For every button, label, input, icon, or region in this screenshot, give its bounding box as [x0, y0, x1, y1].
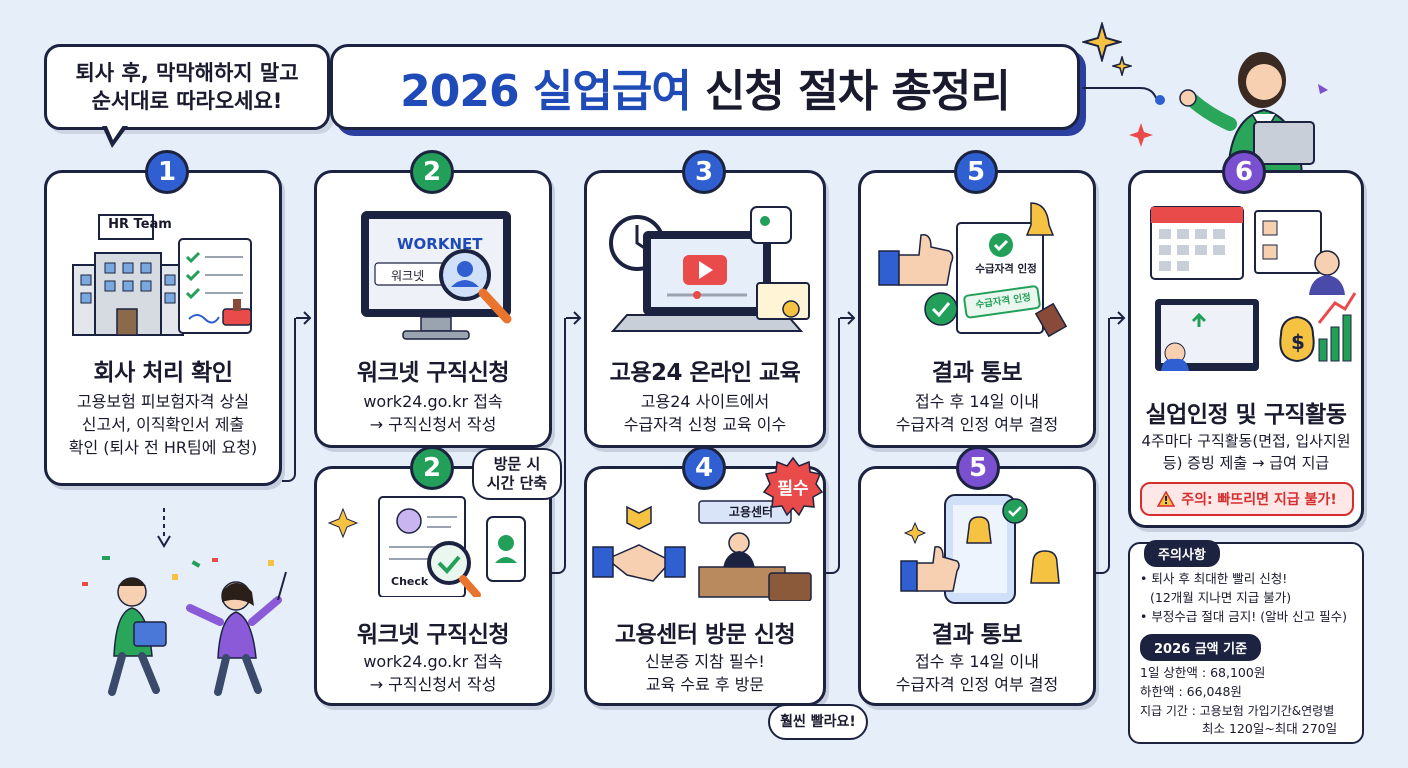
amount-period-range: 최소 120일~최대 270일 [1202, 721, 1338, 736]
title-rest: 신청 절차 총정리 [704, 66, 1011, 117]
warning-bar: 주의: 빠뜨리면 지급 불가! [1140, 482, 1354, 516]
step-4-title: 고용센터 방문 신청 [614, 622, 796, 648]
step-6-title: 실업인정 및 구직활동 [1145, 402, 1347, 428]
employment-center-sign: 고용센터 [728, 505, 774, 519]
amount-min: 하한액 : 66,048원 [1140, 684, 1242, 699]
svg-text:$: $ [1291, 330, 1305, 354]
step-5-result-badge: 5 [954, 150, 998, 194]
connector-2-arrowhead [566, 311, 582, 325]
step-5-result-card: 수급자격 인정 수급자격 인정 결과 통보 접수 후 14일 이내 수급자격 인… [858, 170, 1096, 448]
step-5-notify-badge: 5 [956, 446, 1000, 490]
step-1-card: HR Team 회사 처리 확인 고용보험 피보험자격 상실 신고서, 이직확인… [44, 170, 282, 486]
handshake-center-illustration [592, 500, 812, 601]
step-5-notify-card: 결과 통보 접수 후 14일 이내 수급자격 인정 여부 결정 [858, 466, 1096, 706]
step-1-desc-3: 확인 (퇴사 전 HR팀에 요청) [68, 438, 258, 457]
phone-notification-illustration [900, 494, 1060, 604]
visit-bubble-line-1: 방문 시 [493, 454, 541, 473]
hr-building-illustration [72, 214, 252, 336]
step-4-badge: 4 [682, 446, 726, 490]
worknet-logo: WORKNET [397, 235, 483, 253]
step-4-desc-2: 교육 수료 후 방문 [645, 675, 765, 694]
connector-2 [552, 318, 566, 574]
step-2-visit-card: Check 워크넷 구직신청 work24.go.kr 접속 → 구직신청서 작… [314, 466, 552, 706]
notes-item-1: • 퇴사 후 최대한 빨리 신청! [1140, 571, 1288, 586]
celebrating-people-illustration [82, 556, 287, 696]
sparkle-red-icon [1129, 123, 1153, 147]
connector-3 [826, 318, 840, 574]
faster-bubble: 훨씬 빨라요! [768, 704, 868, 740]
laptop-education-illustration [609, 206, 810, 332]
step-2-online-title: 워크넷 구직신청 [356, 360, 510, 386]
step-1-title: 회사 처리 확인 [93, 360, 233, 386]
step-2-visit-desc-1: work24.go.kr 접속 [363, 652, 503, 671]
step-6-desc-1: 4주마다 구직활동(면접, 입사지원 [1141, 432, 1351, 450]
connector-line [1082, 87, 1165, 105]
connector-4-arrowhead [1110, 311, 1126, 325]
hr-team-sign: HR Team [108, 217, 172, 232]
warning-text: 주의: 빠뜨리면 지급 불가! [1181, 492, 1337, 508]
connector-3-arrowhead [840, 311, 856, 325]
check-label: Check [391, 575, 429, 588]
connector-1 [282, 318, 296, 482]
amount-daily-max: 1일 상한액 : 68,100원 [1140, 665, 1266, 680]
step-6-desc-2: 등) 증빙 제출 → 급여 지급 [1162, 454, 1330, 472]
connector-4 [1096, 318, 1110, 574]
monitor-worknet-illustration [361, 211, 512, 340]
step-2-visit-title: 워크넷 구직신청 [356, 622, 510, 648]
step-5-notify-desc-1: 접수 후 14일 이내 [915, 652, 1039, 671]
certificate-label: 수급자격 인정 [975, 263, 1037, 275]
step-6-card: $ 실업인정 및 구직활동 4주마다 구직활동(면접, 입사지원 등) 증빙 제… [1128, 170, 1364, 528]
notes-box: 주의사항 • 퇴사 후 최대한 빨리 신청! (12개월 지나면 지급 불가) … [1128, 540, 1364, 744]
visit-bubble-line-2: 시간 단축 [486, 474, 548, 492]
step-3-desc-1: 고용24 사이트에서 [640, 392, 770, 411]
step-6-badge: 6 [1222, 150, 1266, 194]
step-2-online-desc-1: work24.go.kr 접속 [363, 392, 503, 411]
step-5-notify-title: 결과 통보 [931, 622, 1023, 648]
amount-period: 지급 기간 : 고용보험 가입기간&연령별 [1140, 704, 1335, 718]
step-2-online-badge: 2 [410, 150, 454, 194]
step-2-visit-badge: 2 [410, 446, 454, 490]
presenter-woman-illustration [1179, 52, 1328, 174]
intro-speech-bubble: 퇴사 후, 막막해하지 말고 순서대로 따라오세요! [44, 44, 330, 130]
step-3-card: 고용24 온라인 교육 고용24 사이트에서 수급자격 신청 교육 이수 [584, 170, 826, 448]
dashed-down-arrow [157, 508, 171, 548]
step-3-desc-2: 수급자격 신청 교육 이수 [623, 415, 787, 434]
worknet-korean-label: 워크넷 [391, 269, 425, 283]
required-badge: 필수 [777, 479, 809, 499]
warning-icon [1157, 491, 1176, 507]
intro-line-1: 퇴사 후, 막막해하지 말고 [75, 60, 299, 85]
visit-time-bubble: 방문 시 시간 단축 [472, 448, 562, 500]
step-1-badge: 1 [145, 150, 189, 194]
step-5-result-desc-2: 수급자격 인정 여부 결정 [895, 415, 1059, 434]
step-4-desc-1: 신분증 지참 필수! [645, 652, 765, 671]
step-2-online-card: WORKNET 워크넷 워크넷 구직신청 work24.go.kr 접속 → 구… [314, 170, 552, 448]
connector-1-arrowhead [296, 311, 312, 325]
amount-header: 2026 금액 기준 [1140, 634, 1262, 661]
sparkle-icon [1082, 22, 1122, 62]
job-activity-illustration: $ [1150, 206, 1357, 371]
step-2-visit-desc-2: → 구직신청서 작성 [369, 675, 497, 694]
notes-item-1-sub: (12개월 지나면 지급 불가) [1150, 590, 1292, 605]
bubble-tail-inner [106, 124, 124, 140]
step-3-badge: 3 [682, 150, 726, 194]
step-1-desc-1: 고용보험 피보험자격 상실 [76, 392, 250, 411]
page-title: 2026 실업급여 신청 절차 총정리 [330, 44, 1080, 130]
sparkle-small-icon [1112, 56, 1132, 76]
required-seal [762, 456, 824, 517]
check-document-illustration [327, 496, 526, 597]
step-3-title: 고용24 온라인 교육 [609, 360, 801, 386]
intro-line-2: 순서대로 따라오세요! [91, 89, 283, 113]
step-2-online-desc-2: → 구직신청서 작성 [369, 415, 497, 434]
notes-header: 주의사항 [1144, 540, 1220, 567]
step-5-result-desc-1: 접수 후 14일 이내 [915, 392, 1039, 411]
approval-certificate-illustration [878, 202, 1068, 338]
notes-item-2: • 부정수급 절대 금지! (알바 신고 필수) [1140, 609, 1347, 624]
step-1-desc-2: 신고서, 이직확인서 제출 [81, 415, 245, 434]
step-5-result-title: 결과 통보 [931, 360, 1023, 386]
step-5-notify-desc-2: 수급자격 인정 여부 결정 [895, 675, 1059, 694]
title-accent: 2026 실업급여 [400, 66, 692, 117]
